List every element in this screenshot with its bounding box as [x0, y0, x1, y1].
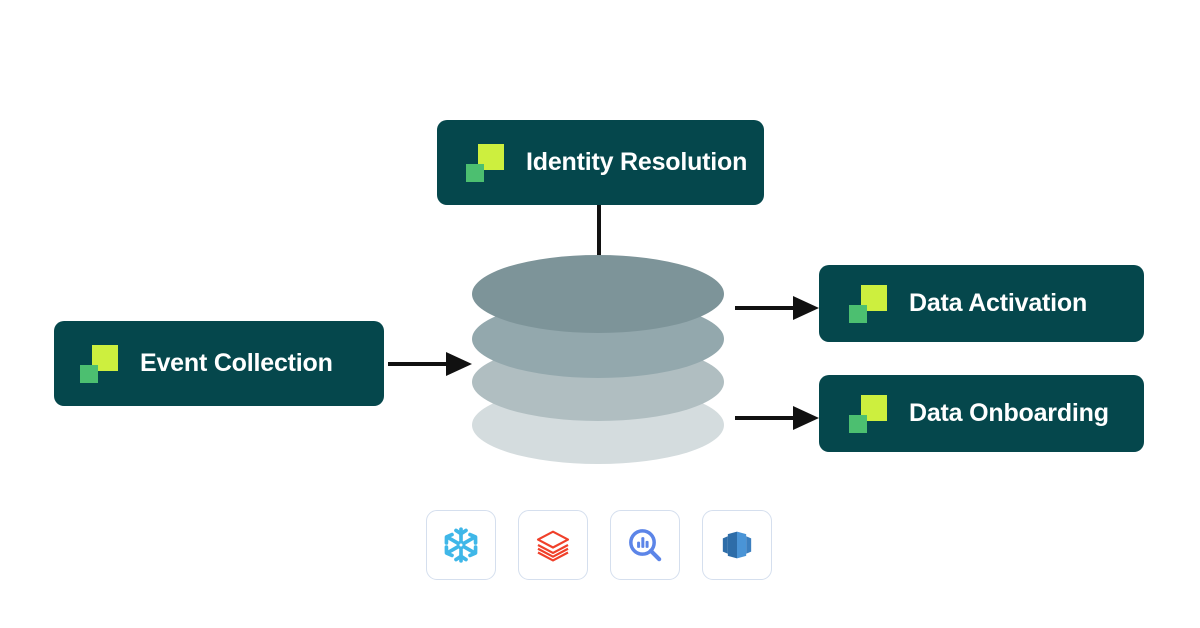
logo-square-small — [466, 163, 484, 182]
brand-squares-icon — [466, 143, 504, 182]
warehouse-layer-1 — [472, 255, 724, 333]
redshift-cylinder-icon — [722, 531, 752, 559]
integration-tile-snowflake[interactable] — [426, 510, 496, 580]
node-data-activation[interactable]: Data Activation — [819, 265, 1144, 342]
logo-square-small — [80, 364, 98, 383]
logo-square-small — [849, 414, 867, 433]
arrow-warehouse-to-activation — [735, 296, 819, 320]
data-warehouse-stack — [472, 255, 728, 470]
bigquery-magnifier-icon — [629, 529, 662, 562]
node-identity-resolution[interactable]: Identity Resolution — [437, 120, 764, 205]
node-data-onboarding[interactable]: Data Onboarding — [819, 375, 1144, 452]
brand-squares-icon — [80, 344, 118, 383]
integration-icon-row — [426, 510, 772, 580]
logo-square-small — [849, 304, 867, 323]
node-label-data-onboarding: Data Onboarding — [909, 399, 1109, 427]
databricks-layers-icon — [536, 530, 570, 562]
brand-squares-icon — [849, 284, 887, 323]
integration-tile-bigquery[interactable] — [610, 510, 680, 580]
node-label-identity-resolution: Identity Resolution — [526, 148, 748, 176]
snowflake-icon — [444, 527, 478, 563]
arrow-warehouse-to-onboarding — [735, 406, 819, 430]
node-event-collection[interactable]: Event Collection — [54, 321, 384, 406]
node-label-event-collection: Event Collection — [140, 349, 333, 377]
connector-identity-to-warehouse — [597, 203, 601, 271]
node-label-data-activation: Data Activation — [909, 289, 1088, 317]
arrow-event-to-warehouse — [388, 352, 472, 376]
integration-tile-redshift[interactable] — [702, 510, 772, 580]
integration-tile-databricks[interactable] — [518, 510, 588, 580]
brand-squares-icon — [849, 394, 887, 433]
